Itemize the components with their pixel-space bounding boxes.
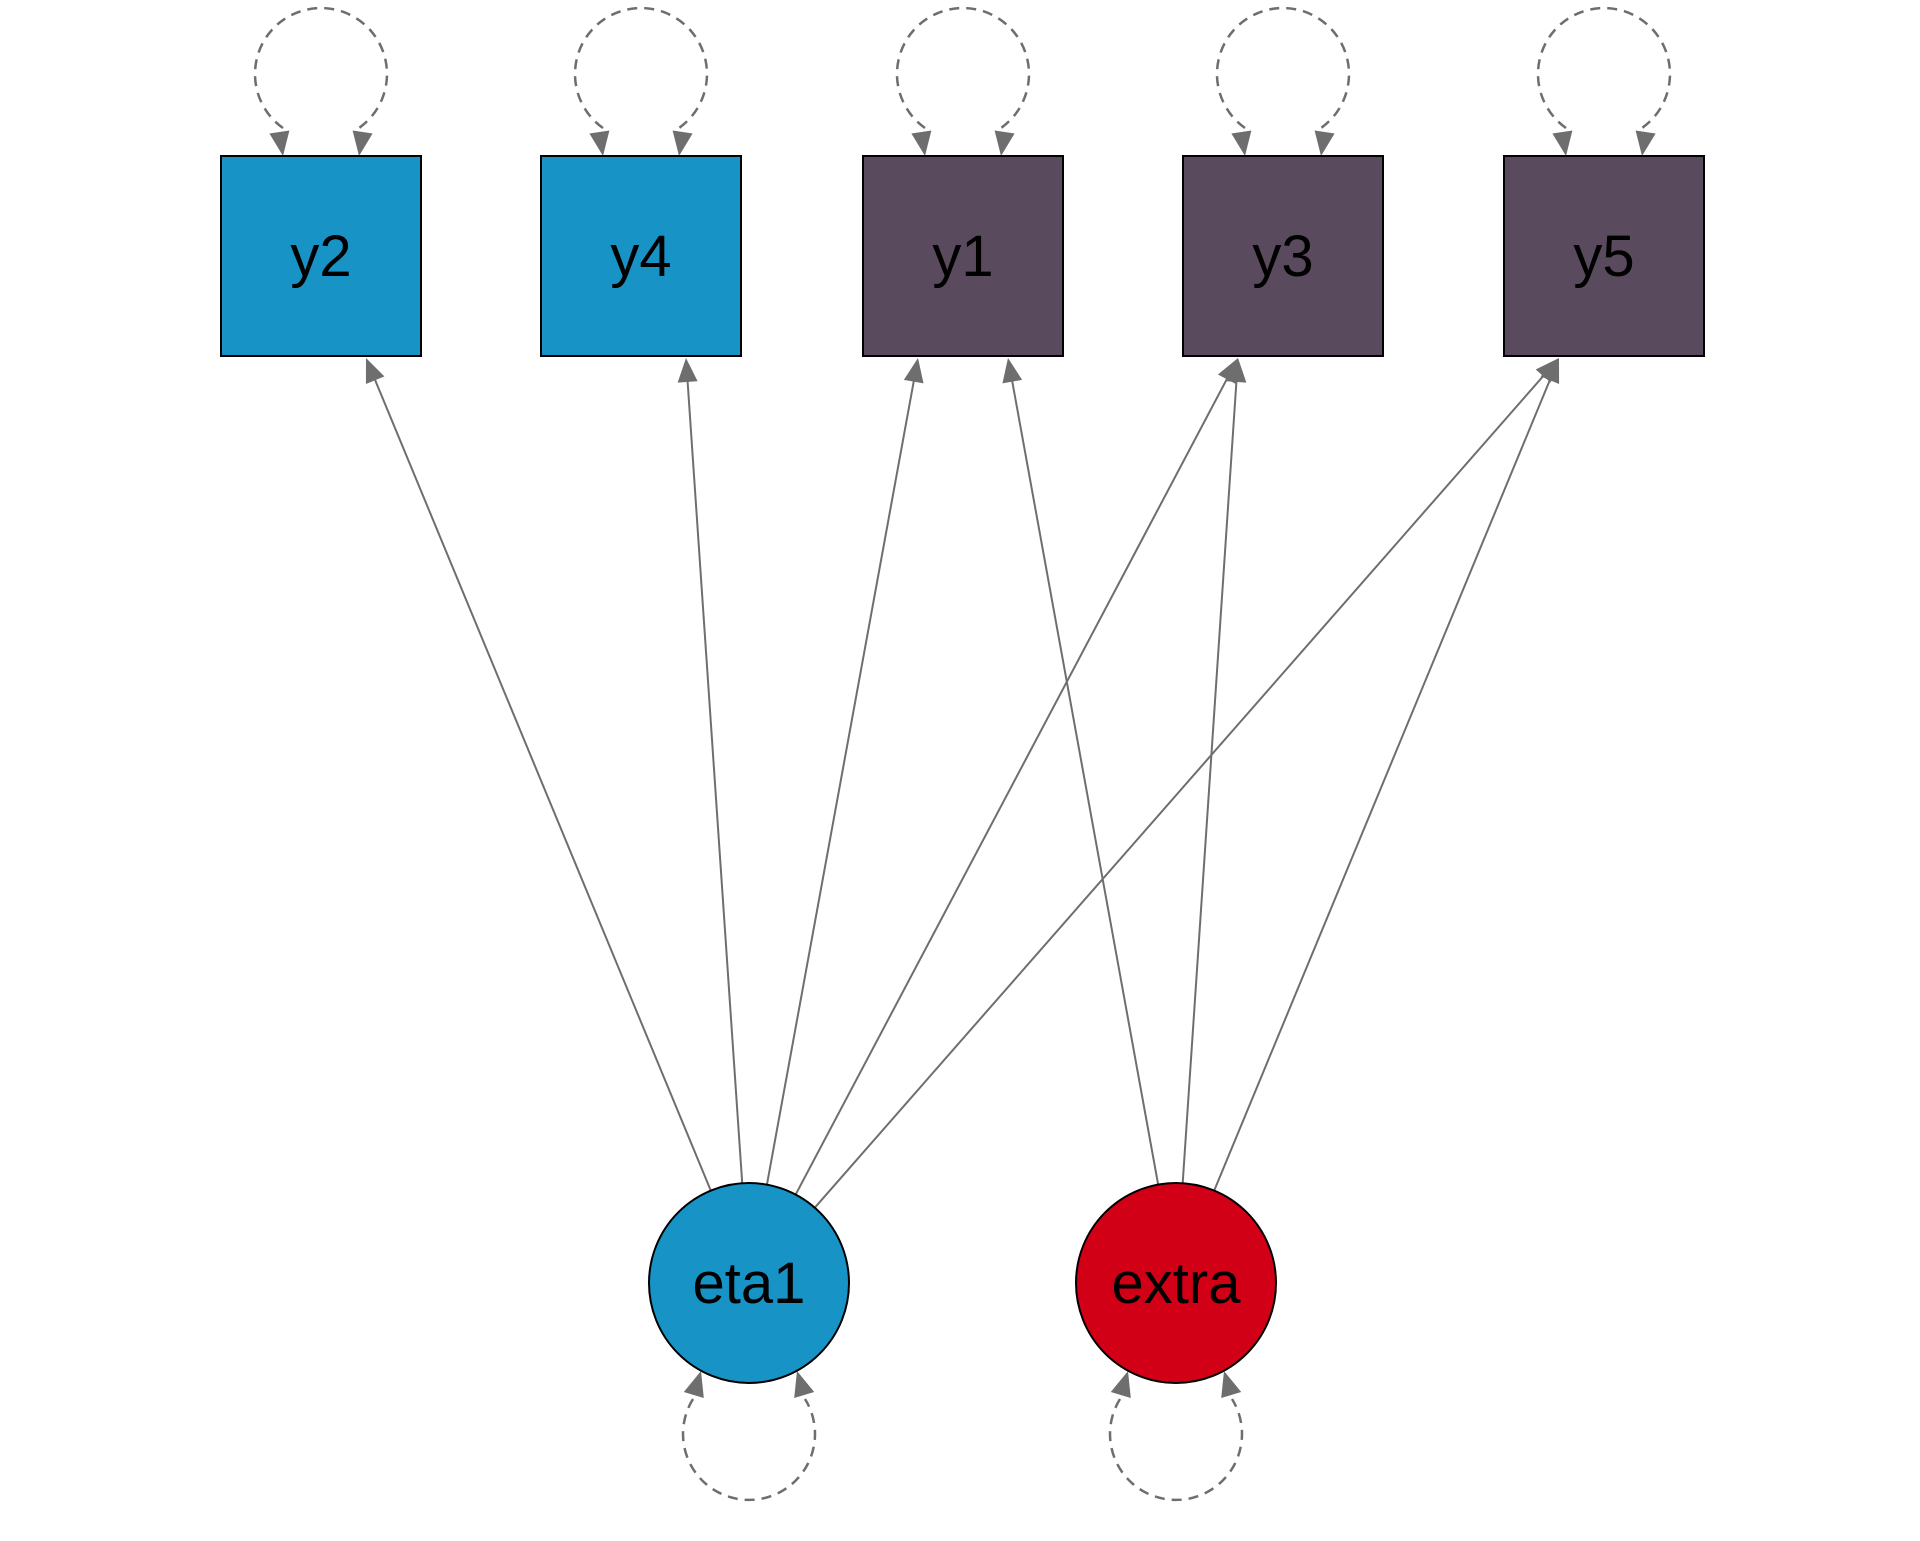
arrowhead-icon [1002,358,1023,384]
arrowhead-icon [365,358,385,384]
arrowhead-icon [1221,1371,1242,1398]
arrowhead-icon [683,1371,704,1398]
node-label: y5 [1573,224,1634,289]
node-box [1503,155,1705,357]
arrowhead-icon [794,1371,815,1398]
arrowhead-icon [1314,130,1335,156]
observed-node-y4: y4 [540,155,742,357]
loading-edge-eta1-y5 [814,373,1546,1209]
arrowhead-icon [269,130,290,156]
variance-loop-extra [1108,1398,1244,1502]
variance-loop-eta1 [681,1398,817,1502]
observed-node-y1: y1 [862,155,1064,357]
variance-loop-y4 [573,6,709,130]
node-box [862,155,1064,357]
arrowhead-icon [911,130,932,156]
arrowhead-icon [589,130,610,156]
latent-node-eta1: eta1 [648,1182,850,1384]
node-label: y3 [1252,224,1313,289]
node-circle [1075,1182,1277,1384]
observed-node-y2: y2 [220,155,422,357]
arrowhead-icon [994,130,1015,156]
loading-edge-extra-y3 [1181,379,1238,1184]
loading-edge-eta1-y3 [794,376,1229,1196]
variance-loop-y2 [253,6,389,130]
loading-edge-extra-y1 [1010,379,1160,1185]
loading-edge-eta1-y2 [373,377,712,1191]
loading-edge-eta1-y4 [686,379,744,1184]
arrowhead-icon [1552,130,1573,156]
arrowhead-icon [1231,130,1252,156]
arrowhead-icon [903,358,924,384]
node-circle [648,1182,850,1384]
arrowhead-icon [1540,358,1560,384]
node-label: extra [1112,1251,1242,1316]
node-label: y2 [290,224,351,289]
arrowhead-icon [1110,1371,1131,1398]
variance-loop-y5 [1536,6,1672,130]
observed-node-y3: y3 [1182,155,1384,357]
loading-edge-eta1-y1 [765,379,916,1185]
arrowhead-icon [672,130,693,156]
variance-loop-y3 [1215,6,1351,130]
node-label: y4 [610,224,671,289]
arrowhead-icon [1635,130,1656,156]
latent-node-extra: extra [1075,1182,1277,1384]
node-box [1182,155,1384,357]
node-box [220,155,422,357]
loading-edge-extra-y5 [1213,377,1552,1191]
arrowhead-icon [352,130,373,156]
node-label: eta1 [693,1251,806,1316]
arrowhead-icon [677,358,698,383]
observed-node-y5: y5 [1503,155,1705,357]
node-label: y1 [932,224,993,289]
arrowhead-icon [1226,358,1247,383]
variance-loop-y1 [895,6,1031,130]
node-box [540,155,742,357]
